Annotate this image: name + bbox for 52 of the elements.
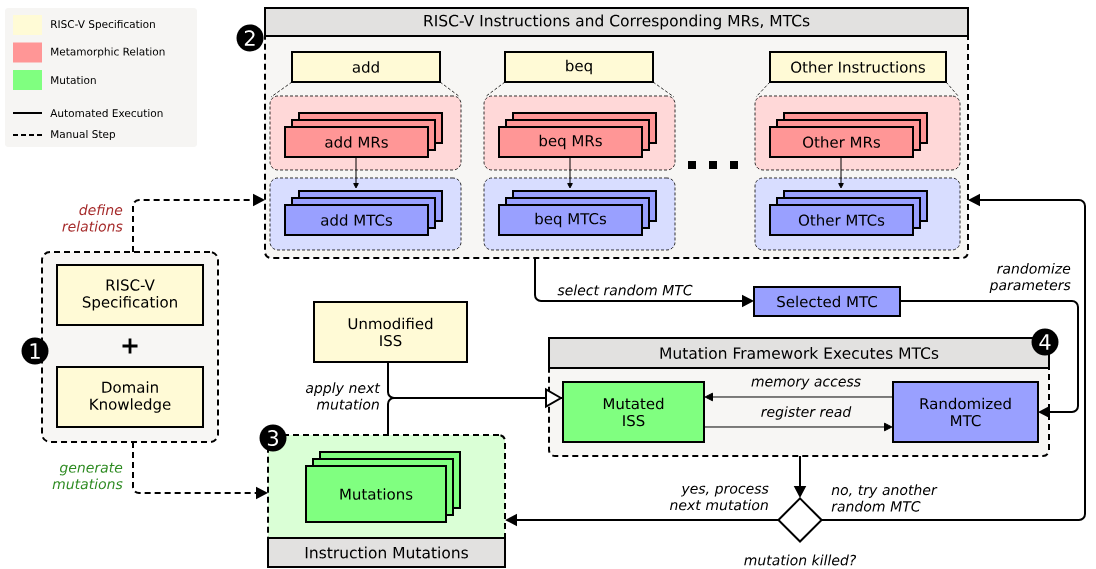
edge-label: apply next mutation [305,382,381,410]
process-box: Randomized MTC [892,381,1039,443]
callout-number: 4 [1031,328,1059,356]
process-box: Unmodified ISS [313,301,468,363]
callout-number: 1 [21,337,49,365]
stacked-box: beq MTCs [498,190,657,236]
decision-diamond [777,497,823,543]
connector-line [945,81,960,98]
process-box: Mutated ISS [562,381,705,443]
edge-label: memory access [751,378,861,390]
connector-line [484,81,506,98]
stacked-box: Other MTCs [769,190,928,236]
process-box: RISC-V Specification [56,264,204,326]
stacked-box: Mutations [305,451,461,523]
stacked-box: add MTCs [284,190,443,236]
connector-line [652,81,675,98]
arrow [703,422,893,432]
legend-label: RISC-V Specification [51,19,155,31]
panel-header: Instruction Mutations [267,537,506,568]
arrow [899,300,1079,419]
edge-label: no, try another random MTC [831,484,938,512]
connector-line [270,81,293,98]
process-box: beq [504,51,654,83]
process-box: Domain Knowledge [56,366,204,428]
callout-number: 2 [236,24,264,52]
panel-header: RISC-V Instructions and Corresponding MRs, MTCs [264,7,969,37]
edge-label: register read [761,406,852,420]
process-box: Selected MTC [753,286,901,317]
legend-label: Automated Execution [50,108,163,118]
diamond-caption: mutation killed? [744,554,856,566]
arrow [838,156,844,189]
legend-label: Manual Step [51,129,116,141]
process-box: add [291,51,441,83]
edge-label: define relations [62,204,123,232]
callout-number: 3 [259,424,287,452]
stacked-box: add MRs [284,112,443,158]
arrow [387,361,564,436]
connector-line [755,81,771,98]
stacked-box: beq MRs [498,112,657,158]
edge-label: randomize parameters [989,262,1071,293]
arrow [567,156,573,189]
plus-sign: + [122,338,138,354]
stacked-box: Other MRs [769,112,928,158]
legend-label: Mutation [51,75,96,85]
edge-label: select random MTC [557,284,693,296]
process-box: Other Instructions [769,51,947,83]
legend-label: Metamorphic Relation [51,47,165,58]
arrow [353,156,359,189]
edge-label: yes, process next mutation [669,485,769,511]
connector-line [439,81,461,98]
edge-label: generate mutations [52,462,123,490]
arrow [704,392,894,402]
